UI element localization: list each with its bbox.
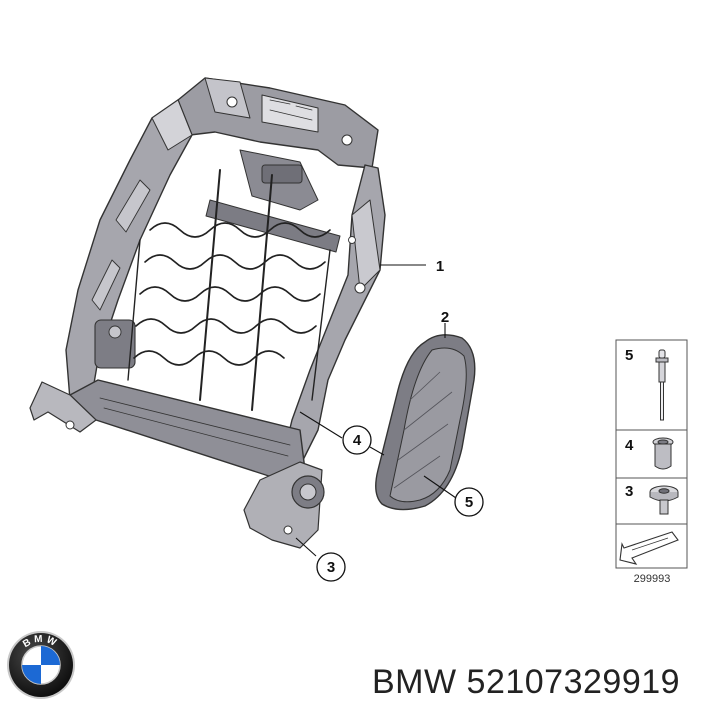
callout-5: 5 (454, 487, 484, 517)
leader-line-5 (423, 475, 457, 499)
callout-3-circle (316, 552, 346, 582)
callout-3-number: 3 (327, 559, 335, 576)
rivet-nut-icon (652, 437, 674, 470)
callout-5-number: 5 (465, 494, 473, 511)
side-airbag-module (375, 334, 476, 511)
callout-5-circle (454, 487, 484, 517)
legend-number-4: 4 (625, 437, 634, 454)
assembly-arrow-icon (619, 531, 679, 565)
callout-2: 2 (441, 309, 449, 326)
seat-spring-wires (127, 169, 331, 411)
legend-item-bolt: 3 (625, 483, 679, 515)
legend-frame (615, 339, 688, 569)
legend-item-rivet: 5 (625, 347, 669, 421)
callout-1: 1 (436, 258, 444, 275)
blind-rivet-icon (655, 349, 669, 421)
legend-number-3: 3 (625, 483, 633, 500)
leader-line-3 (295, 537, 317, 557)
small-parts-legend: 5 4 3 (615, 339, 688, 585)
seat-backrest-frame (29, 77, 386, 549)
callout-3: 3 (316, 552, 346, 582)
logo-letters: BMW (21, 634, 60, 650)
bmw-roundel-icon: BMW (7, 631, 75, 699)
callout-4-number: 4 (353, 432, 362, 449)
leader-lines (295, 264, 457, 557)
legend-number-5: 5 (625, 347, 633, 364)
callout-1-number: 1 (436, 258, 444, 275)
logo-blue-quadrant-tr (41, 646, 60, 665)
callout-4-circle (342, 425, 372, 455)
diagram-ref-code: 299993 (634, 573, 671, 585)
leader-line-4a (299, 411, 343, 439)
caption-brand: BMW (372, 663, 457, 701)
callout-4: 4 (342, 425, 372, 455)
caption-part-number: 52107329919 (466, 663, 681, 701)
logo-blue-quadrant-bl (22, 665, 41, 684)
leader-line-4b (369, 446, 385, 456)
part-caption: BMW 52107329919 (372, 663, 680, 702)
legend-item-rivet-nut: 4 (625, 437, 674, 470)
callout-2-number: 2 (441, 309, 449, 326)
torx-bolt-icon (649, 485, 679, 515)
